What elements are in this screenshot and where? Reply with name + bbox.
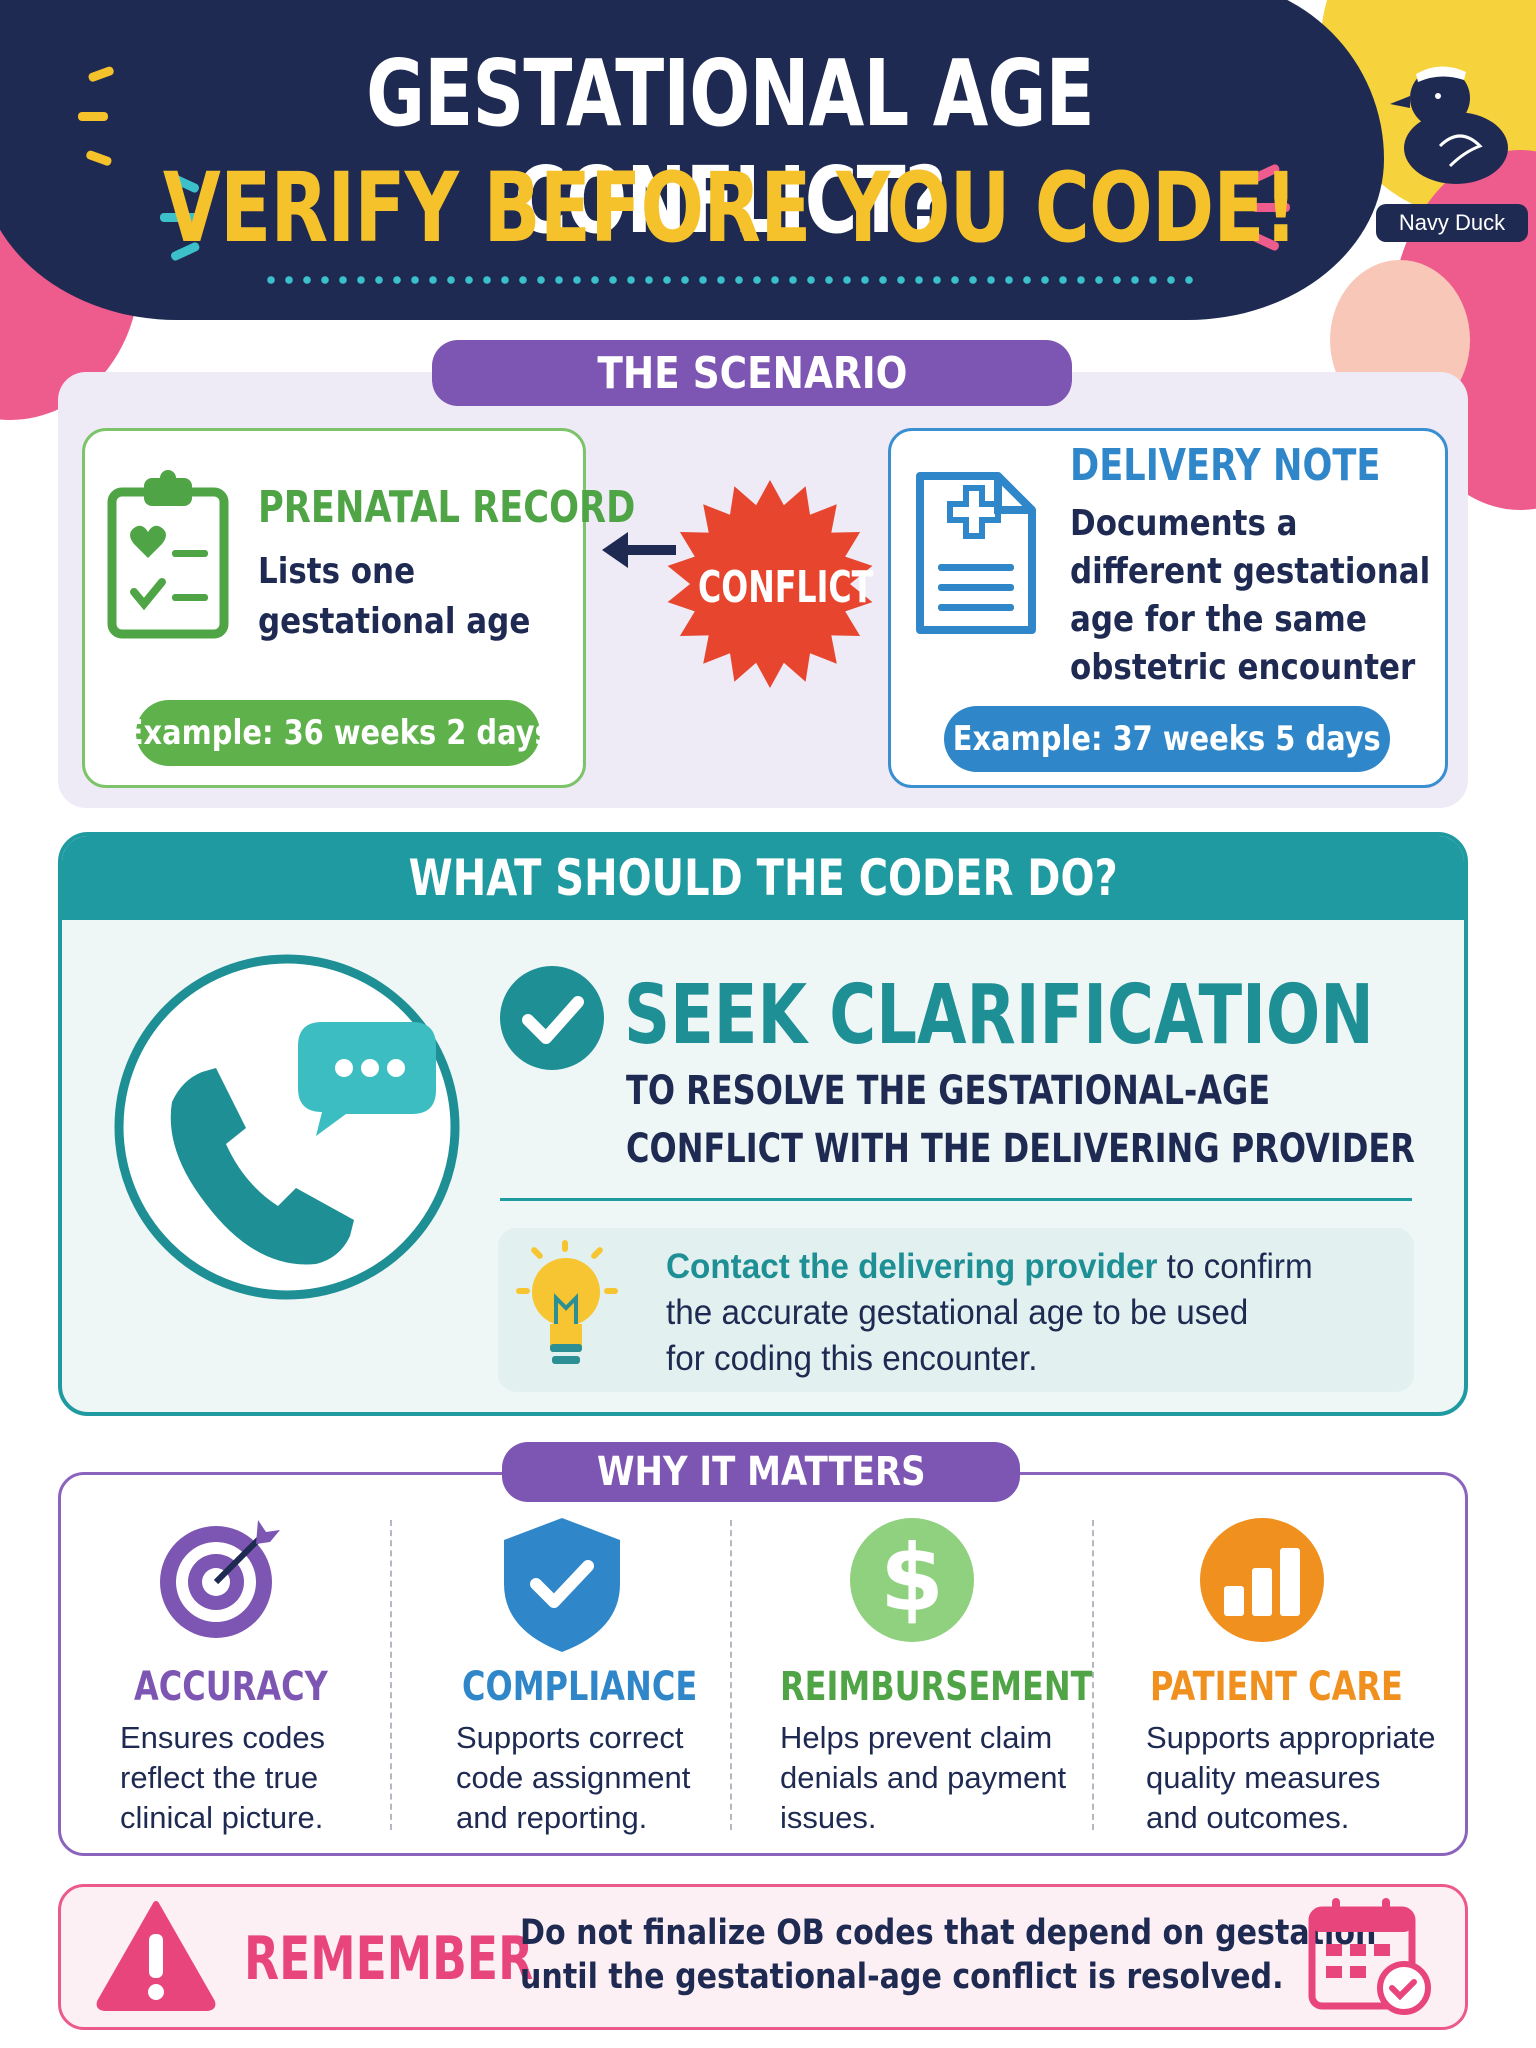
tip-text-1: Contact the delivering provider to confi… <box>666 1244 1313 1290</box>
compliance-text-3: and reporting. <box>456 1800 648 1835</box>
lightbulb-icon <box>516 1240 618 1364</box>
patient-care-text-2: quality measures <box>1146 1760 1381 1795</box>
reimbursement-text-2: denials and payment <box>780 1760 1067 1795</box>
clipboard-check-icon <box>107 470 229 639</box>
compliance-text-1: Supports correct <box>456 1720 684 1755</box>
remember-title: REMEMBER <box>244 1924 534 1994</box>
column-separator <box>730 1520 732 1830</box>
seek-clarification-subtitle-1: TO RESOLVE THE GESTATIONAL-AGE <box>626 1068 1271 1114</box>
bar-chart-icon <box>1200 1518 1324 1642</box>
delivery-example-badge: Example: 37 weeks 5 days <box>944 706 1390 772</box>
prenatal-record-title: PRENATAL RECORD <box>258 482 636 533</box>
delivery-note-text-1: Documents a <box>1070 503 1298 544</box>
header-banner <box>0 0 1384 320</box>
svg-text:$: $ <box>880 1525 944 1632</box>
shield-check-icon <box>504 1518 620 1652</box>
tip-text-rest: to confirm <box>1157 1247 1313 1286</box>
calendar-check-icon <box>1308 1898 1431 2015</box>
warning-icon <box>96 1901 216 2011</box>
duck-logo-icon <box>1390 66 1508 184</box>
phone-chat-icon <box>114 954 460 1300</box>
conflict-label: CONFLICT <box>698 562 874 613</box>
prenatal-example-badge: Example: 36 weeks 2 days <box>124 700 552 766</box>
patient-care-text-3: and outcomes. <box>1146 1800 1350 1835</box>
remember-text-2: until the gestational-age conflict is re… <box>520 1957 1284 1997</box>
compliance-text-2: code assignment <box>456 1760 691 1795</box>
sparkle-pink-right-icon <box>1250 164 1290 251</box>
delivery-note-text-4: obstetric encounter <box>1070 647 1416 688</box>
page-subtitle: VERIFY BEFORE YOU CODE! <box>162 152 1298 264</box>
check-circle-icon <box>500 966 604 1070</box>
accuracy-title: ACCURACY <box>134 1664 328 1710</box>
target-icon <box>160 1520 280 1638</box>
seek-clarification-title: SEEK CLARIFICATION <box>624 968 1374 1063</box>
remember-text-1: Do not finalize OB codes that depend on … <box>520 1913 1377 1953</box>
tip-text-2: the accurate gestational age to be used <box>666 1293 1249 1332</box>
tip-box <box>498 1228 1414 1392</box>
reimbursement-text-3: issues. <box>780 1800 877 1835</box>
compliance-title: COMPLIANCE <box>462 1664 698 1710</box>
page-title: GESTATIONAL AGE CONFLICT? <box>366 40 1094 254</box>
remember-box <box>58 1884 1468 2030</box>
coder-divider <box>500 1198 1412 1201</box>
sparkle-teal-left-icon <box>160 174 200 261</box>
column-separator <box>1092 1520 1094 1830</box>
delivery-note-text-2: different gestational <box>1070 551 1431 592</box>
delivery-note-title: DELIVERY NOTE <box>1070 440 1381 491</box>
reimbursement-title: REIMBURSEMENT <box>780 1664 1093 1710</box>
dollar-icon: $ <box>850 1518 974 1642</box>
logo-label: Navy Duck <box>1376 204 1528 242</box>
prenatal-record-text-2: gestational age <box>258 601 531 642</box>
sparkle-left-icon <box>78 66 114 166</box>
prenatal-record-text-1: Lists one <box>258 551 416 592</box>
column-separator <box>390 1520 392 1830</box>
reimbursement-text-1: Helps prevent claim <box>780 1720 1053 1755</box>
conflict-burst-icon <box>667 480 873 688</box>
patient-care-text-1: Supports appropriate <box>1146 1720 1436 1755</box>
scenario-label: THE SCENARIO <box>432 340 1072 406</box>
tip-text-3: for coding this encounter. <box>666 1339 1038 1378</box>
dotted-divider <box>262 276 1202 284</box>
arrow-left-icon <box>602 532 676 568</box>
accuracy-text-3: clinical picture. <box>120 1800 324 1835</box>
medical-document-icon <box>916 472 1036 634</box>
accuracy-text-1: Ensures codes <box>120 1720 326 1755</box>
conflict-burst-shape <box>667 480 873 688</box>
accuracy-text-2: reflect the true <box>120 1760 319 1795</box>
tip-highlight: Contact the delivering provider <box>666 1247 1158 1286</box>
coder-section-header: WHAT SHOULD THE CODER DO? <box>62 836 1464 920</box>
delivery-note-text-3: age for the same <box>1070 599 1367 640</box>
seek-clarification-subtitle-2: CONFLICT WITH THE DELIVERING PROVIDER <box>626 1126 1415 1172</box>
patient-care-title: PATIENT CARE <box>1150 1664 1403 1710</box>
why-it-matters-label: WHY IT MATTERS <box>502 1442 1020 1502</box>
